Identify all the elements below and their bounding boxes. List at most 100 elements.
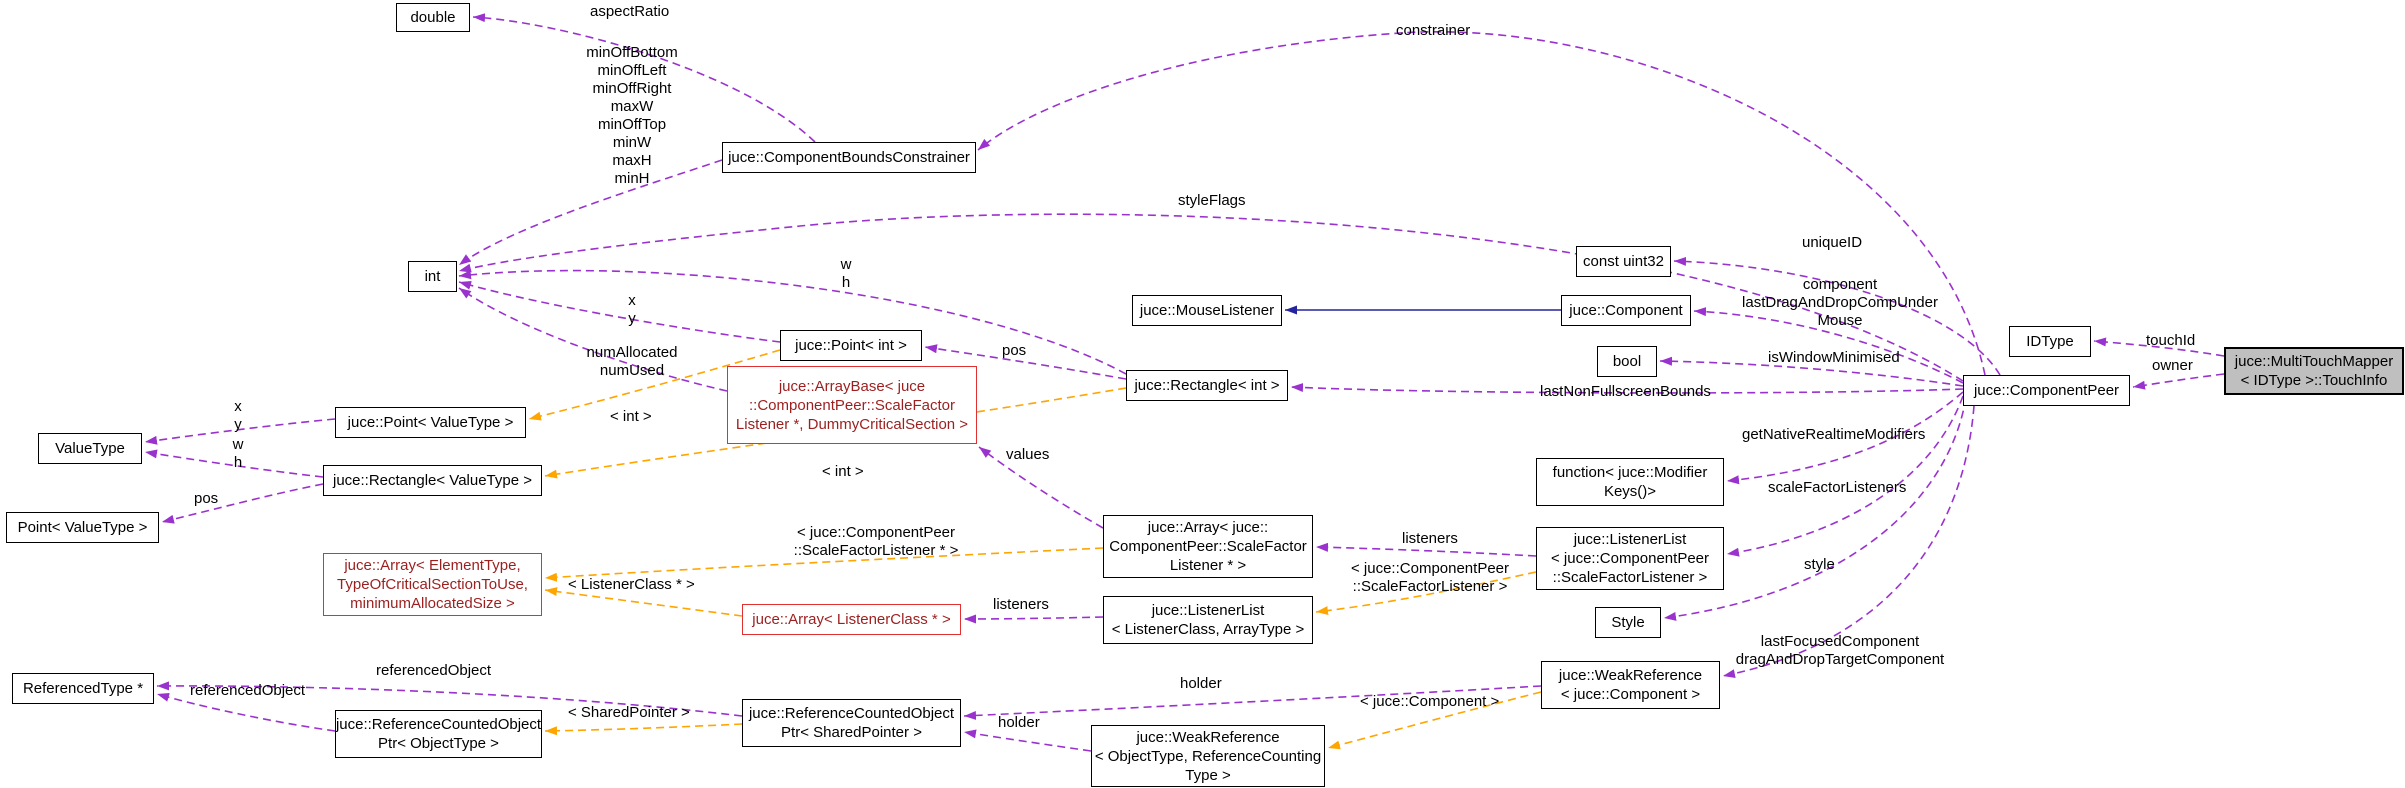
edge-component-peer--weakreference-component [1722, 405, 1975, 679]
node-point-valuetype-free[interactable]: Point< ValueType > [6, 512, 159, 543]
edge-label-sfl-template: < juce::ComponentPeer ::ScaleFactorListe… [1350, 560, 1510, 595]
edge-weakreference-objecttype--refcountedobjectptr-sharedpointer [963, 729, 1092, 752]
edge-label-aspect-ratio: aspectRatio [590, 3, 670, 20]
edge-label-last-focused: lastFocusedComponent dragAndDropTargetCo… [1735, 633, 1945, 668]
edge-component-peer--style [1663, 397, 1967, 621]
node-rectangle-int[interactable]: juce::Rectangle< int > [1126, 370, 1288, 401]
node-listenerlist-listenerclass[interactable]: juce::ListenerList < ListenerClass, Arra… [1103, 596, 1313, 644]
edge-label-min-offsets: minOffBottom minOffLeft minOffRight maxW… [586, 44, 678, 187]
edge-label-int-point-template: < int > [610, 408, 652, 425]
edge-label-int-rect-template: < int > [822, 463, 864, 480]
edge-component-peer--component-bounds-constrainer [977, 31, 1986, 376]
edge-refcountedobjectptr-sharedpointer--refcountedobjectptr-objecttype [544, 723, 743, 736]
edge-component-peer--listenerlist-scalefactorlistener [1726, 395, 1964, 557]
edge-label-pos-valuetype: pos [194, 490, 219, 507]
edge-array-scalefactorlistener--array-elementtype [544, 547, 1104, 582]
edge-component-peer--int [458, 213, 1964, 382]
node-double[interactable]: double [396, 3, 470, 32]
node-touchinfo: juce::MultiTouchMapper < IDType >::Touch… [2224, 347, 2404, 395]
edge-label-sharedpointer-template: < SharedPointer > [568, 704, 690, 721]
edge-label-x-y-valuetype: x y [234, 398, 242, 433]
edge-weakreference-component--refcountedobjectptr-sharedpointer [963, 685, 1542, 720]
node-point-int[interactable]: juce::Point< int > [780, 330, 922, 361]
edge-label-component-lastdrag: component lastDragAndDropCompUnder Mouse [1742, 276, 1938, 329]
edge-component-peer--bool [1659, 356, 1964, 387]
edge-label-last-non-fullscreen-bounds: lastNonFullscreenBounds [1540, 383, 1711, 400]
edge-label-get-native-realtime-modifiers: getNativeRealtimeModifiers [1742, 426, 1926, 443]
edge-label-constrainer: constrainer [1396, 22, 1471, 39]
edge-label-pos-int: pos [1002, 342, 1027, 359]
node-array-scalefactorlistener[interactable]: juce::Array< juce:: ComponentPeer::Scale… [1103, 515, 1313, 578]
node-mouse-listener[interactable]: juce::MouseListener [1132, 295, 1282, 326]
edge-point-valuetype--valuetype [144, 418, 336, 445]
edge-label-w-h-valuetype: w h [232, 436, 244, 471]
edge-array-scalefactorlistener--arraybase-scalefactor [978, 446, 1104, 529]
node-component-peer[interactable]: juce::ComponentPeer [1963, 375, 2130, 406]
node-array-listenerclass[interactable]: juce::Array< ListenerClass * > [742, 604, 961, 635]
node-idtype[interactable]: IDType [2009, 326, 2091, 357]
edge-point-int--int [458, 281, 781, 343]
node-weakreference-component[interactable]: juce::WeakReference < juce::Component > [1541, 661, 1720, 709]
edge-label-values: values [1006, 446, 1050, 463]
edge-component-peer--component [1693, 307, 1964, 384]
node-refcountedobjectptr-sharedpointer[interactable]: juce::ReferenceCountedObject Ptr< Shared… [742, 699, 961, 747]
edge-label-referenced-object-top: referencedObject [376, 662, 492, 679]
edge-label-holder-right: holder [1180, 675, 1222, 692]
edge-listenerlist-listenerclass--array-listenerclass [963, 614, 1104, 624]
node-array-elementtype[interactable]: juce::Array< ElementType, TypeOfCritical… [323, 553, 542, 616]
edge-weakreference-component--weakreference-objecttype [1327, 691, 1542, 750]
node-rectangle-valuetype[interactable]: juce::Rectangle< ValueType > [323, 465, 542, 496]
node-arraybase-scalefactor[interactable]: juce::ArrayBase< juce ::ComponentPeer::S… [727, 366, 977, 444]
edge-component-peer--const-uint32 [1673, 256, 2001, 376]
edge-component-bounds-constrainer--double [472, 13, 816, 143]
node-style[interactable]: Style [1595, 607, 1661, 638]
edge-label-style: style [1804, 556, 1835, 573]
node-weakreference-objecttype[interactable]: juce::WeakReference < ObjectType, Refere… [1091, 725, 1325, 787]
edge-label-component-template: < juce::Component > [1360, 693, 1500, 710]
edge-label-listeners-left: listeners [993, 596, 1049, 613]
node-refcountedobjectptr-objecttype[interactable]: juce::ReferenceCountedObject Ptr< Object… [335, 710, 542, 758]
node-function-modifierkeys[interactable]: function< juce::Modifier Keys()> [1536, 458, 1724, 506]
edge-label-referenced-object-bottom: referencedObject [190, 682, 306, 699]
edge-listenerlist-scalefactorlistener--listenerlist-listenerclass [1315, 571, 1537, 616]
edge-label-unique-id: uniqueID [1802, 234, 1863, 251]
node-point-valuetype[interactable]: juce::Point< ValueType > [335, 407, 526, 438]
edge-array-listenerclass--array-elementtype [544, 587, 743, 617]
edge-point-int--point-valuetype [528, 349, 781, 421]
edge-label-w-h-int: w h [840, 256, 852, 291]
edge-label-is-window-minimised: isWindowMinimised [1768, 349, 1900, 366]
edge-label-touch-id: touchId [2146, 332, 2196, 349]
edge-label-holder-left: holder [998, 714, 1040, 731]
edge-refcountedobjectptr-objecttype--referencedtype-ptr [156, 693, 336, 732]
node-component-bounds-constrainer[interactable]: juce::ComponentBoundsConstrainer [722, 142, 976, 173]
node-valuetype[interactable]: ValueType [38, 433, 142, 464]
node-int[interactable]: int [408, 261, 457, 292]
edge-rectangle-valuetype--valuetype [144, 449, 324, 478]
edge-rectangle-valuetype--point-valuetype-free [161, 483, 324, 524]
edge-component-peer--rectangle-int [1290, 383, 1964, 394]
edge-label-x-y-int: x y [628, 292, 636, 327]
edge-label-sfl-ptr-template: < juce::ComponentPeer ::ScaleFactorListe… [793, 524, 959, 559]
edge-rectangle-int--point-int [924, 344, 1127, 380]
node-listenerlist-scalefactorlistener[interactable]: juce::ListenerList < juce::ComponentPeer… [1536, 527, 1724, 590]
edge-arraybase-scalefactor--int [458, 287, 728, 392]
edge-component-peer--function-modifierkeys [1726, 391, 1964, 485]
edge-rectangle-int--rectangle-valuetype [544, 387, 1127, 479]
edge-label-listeners-right: listeners [1402, 530, 1458, 547]
edge-refcountedobjectptr-sharedpointer--referencedtype-ptr [156, 681, 743, 717]
edge-label-listenerclass-template: < ListenerClass * > [568, 576, 695, 593]
edge-label-numallocated-numused: numAllocated numUsed [586, 344, 678, 379]
node-bool[interactable]: bool [1597, 346, 1657, 377]
node-referencedtype-ptr[interactable]: ReferencedType * [12, 673, 154, 704]
node-const-uint32[interactable]: const uint32 [1576, 246, 1671, 277]
node-component[interactable]: juce::Component [1561, 295, 1691, 326]
edge-component-bounds-constrainer--int [458, 159, 723, 266]
edge-label-scale-factor-listeners: scaleFactorListeners [1768, 479, 1907, 496]
edge-label-owner: owner [2152, 357, 2193, 374]
edge-touchinfo--idtype [2093, 337, 2225, 357]
edge-touchinfo--component-peer [2132, 373, 2225, 390]
edge-rectangle-int--int [458, 269, 1127, 375]
edge-label-style-flags: styleFlags [1178, 192, 1246, 209]
